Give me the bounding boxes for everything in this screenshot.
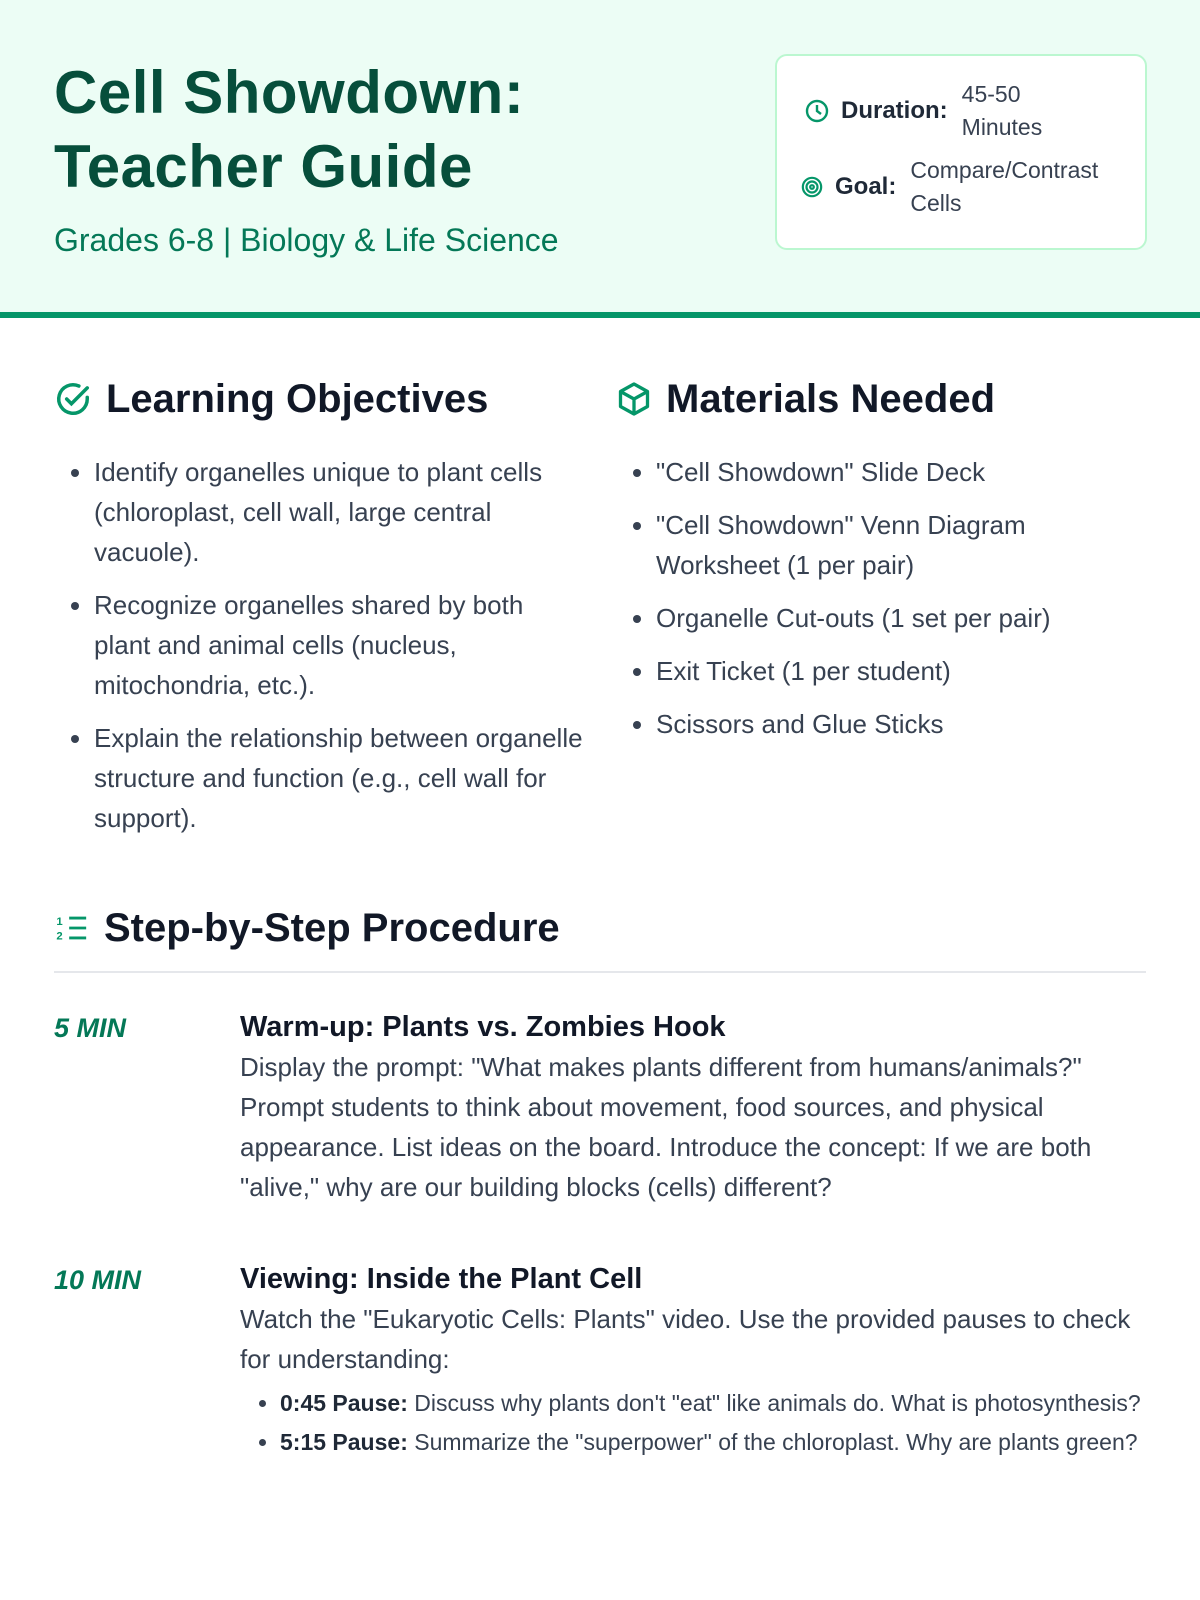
clock-icon (805, 99, 829, 123)
list-item: Explain the relationship between organel… (94, 718, 584, 838)
svg-text:1: 1 (56, 916, 62, 928)
svg-text:2: 2 (56, 930, 62, 942)
step-time: 10 MIN (54, 1265, 142, 1295)
subtitle: Grades 6-8 | Biology & Life Science (54, 222, 559, 258)
step-time: 5 MIN (54, 1013, 127, 1043)
numbered-list-icon: 12 (56, 916, 87, 942)
list-item: Exit Ticket (1 per student) (656, 651, 1146, 691)
materials-needed: Materials Needed "Cell Showdown" Slide D… (616, 374, 1146, 851)
procedure-step: 10 MIN Viewing: Inside the Plant Cell Wa… (54, 1259, 1146, 1465)
info-box: Duration: 45-50 Minutes Goal: Compare/Co… (775, 54, 1147, 250)
list-item: "Cell Showdown" Venn Diagram Worksheet (… (656, 505, 1146, 585)
procedure-step: 5 MIN Warm-up: Plants vs. Zombies Hook D… (54, 1007, 1146, 1207)
box-icon (618, 382, 650, 416)
step-description: Watch the "Eukaryotic Cells: Plants" vid… (240, 1304, 1131, 1374)
list-item: Organelle Cut-outs (1 set per pair) (656, 598, 1146, 638)
step-title: Viewing: Inside the Plant Cell (240, 1263, 643, 1295)
pause-item: 5:15 Pause: Summarize the "superpower" o… (280, 1426, 1146, 1459)
step-description: Display the prompt: "What makes plants d… (240, 1052, 1092, 1202)
header: Cell Showdown: Teacher Guide Grades 6-8 … (0, 0, 1200, 318)
step-title: Warm-up: Plants vs. Zombies Hook (240, 1011, 726, 1043)
goal-row: Goal: Compare/Contrast Cells (801, 154, 1121, 220)
check-circle-icon (57, 383, 89, 415)
list-item: Identify organelles unique to plant cell… (94, 452, 584, 572)
pause-item: 0:45 Pause: Discuss why plants don't "ea… (280, 1387, 1146, 1420)
page-title: Cell Showdown: Teacher Guide (54, 59, 525, 200)
divider (54, 971, 1146, 973)
list-item: Recognize organelles shared by both plan… (94, 585, 584, 705)
duration-row: Duration: 45-50 Minutes (805, 78, 1121, 144)
learning-objectives: Learning Objectives Identify organelles … (54, 374, 584, 851)
list-item: "Cell Showdown" Slide Deck (656, 452, 1146, 492)
list-item: Scissors and Glue Sticks (656, 704, 1146, 744)
target-icon (801, 176, 823, 198)
